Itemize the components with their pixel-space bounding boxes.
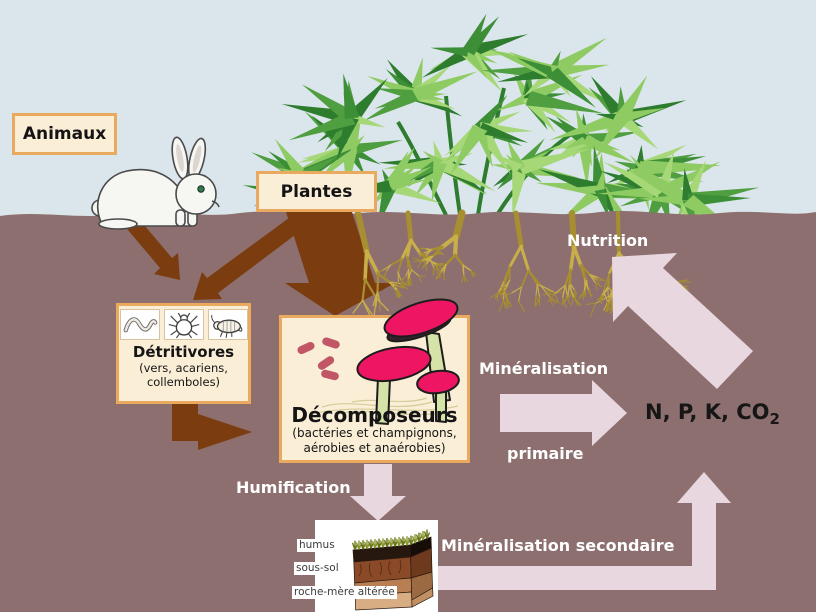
brown-arrows	[122, 212, 395, 450]
mineralisation-secondaire-label: Minéralisation secondaire	[441, 536, 675, 555]
soil-root-traces	[358, 559, 402, 578]
decomposeurs-subtitle-2: aérobies et anaérobies)	[303, 441, 446, 455]
grass-tufts	[351, 529, 431, 551]
mineralisation-label: Minéralisation	[479, 359, 609, 378]
detritivores-subtitle-2: collemboles)	[146, 375, 221, 390]
mushrooms-icon	[297, 298, 460, 425]
npk-subscript: 2	[769, 410, 780, 429]
arrow-mineralisation-secondaire	[438, 472, 731, 590]
arrow-humification	[350, 464, 406, 521]
soil-layer-label-roche-mere: roche-mère altérée	[292, 586, 397, 599]
arrow-nutrition	[612, 253, 753, 389]
animaux-label: Animaux	[22, 124, 107, 144]
springtail-icon	[207, 309, 248, 340]
humification-label: Humification	[236, 478, 351, 497]
mushroom-group	[356, 298, 460, 425]
npk-co2-label: N, P, K, CO2	[645, 400, 780, 428]
decomposeurs-title: Décomposeurs	[291, 403, 458, 427]
pink-arrows	[350, 253, 753, 590]
plant-illustration	[242, 13, 760, 216]
npk-main-text: N, P, K, CO	[645, 400, 770, 424]
arrow-plantes-to-decomposeurs	[285, 212, 395, 316]
decomposeurs-text: Décomposeurs (bactéries et champignons, …	[282, 404, 467, 456]
rabbit-illustration	[91, 136, 220, 230]
bacteria-icon	[297, 337, 340, 381]
plantes-label-box: Plantes	[256, 171, 377, 212]
primaire-label: primaire	[507, 444, 584, 463]
nutrition-label: Nutrition	[567, 231, 649, 250]
decomposeurs-subtitle-1: (bactéries et champignons,	[292, 426, 457, 440]
worm-icon	[119, 309, 160, 340]
soil-layer-label-humus: humus	[297, 539, 337, 552]
arrow-detritivores-to-decomposeurs	[172, 401, 252, 450]
arrow-mineralisation-primaire	[500, 380, 627, 446]
decomposeurs-box: Décomposeurs (bactéries et champignons, …	[279, 298, 470, 463]
soil-layer-label-sous-sol: sous-sol	[294, 562, 341, 575]
detritivores-box: Détritivores (vers, acariens, collembole…	[116, 303, 251, 404]
plantes-label: Plantes	[280, 181, 353, 202]
arrow-animaux-to-detritivores	[122, 213, 180, 280]
animaux-label-box: Animaux	[12, 113, 117, 155]
detritivores-icons	[119, 309, 248, 340]
mite-icon	[163, 309, 204, 340]
rabbit-eye	[197, 185, 205, 193]
detritivores-subtitle-1: (vers, acariens,	[139, 361, 228, 375]
roots-illustration	[352, 209, 692, 318]
detritivores-title: Détritivores	[132, 343, 235, 361]
arrow-plantes-to-detritivores	[193, 215, 303, 300]
